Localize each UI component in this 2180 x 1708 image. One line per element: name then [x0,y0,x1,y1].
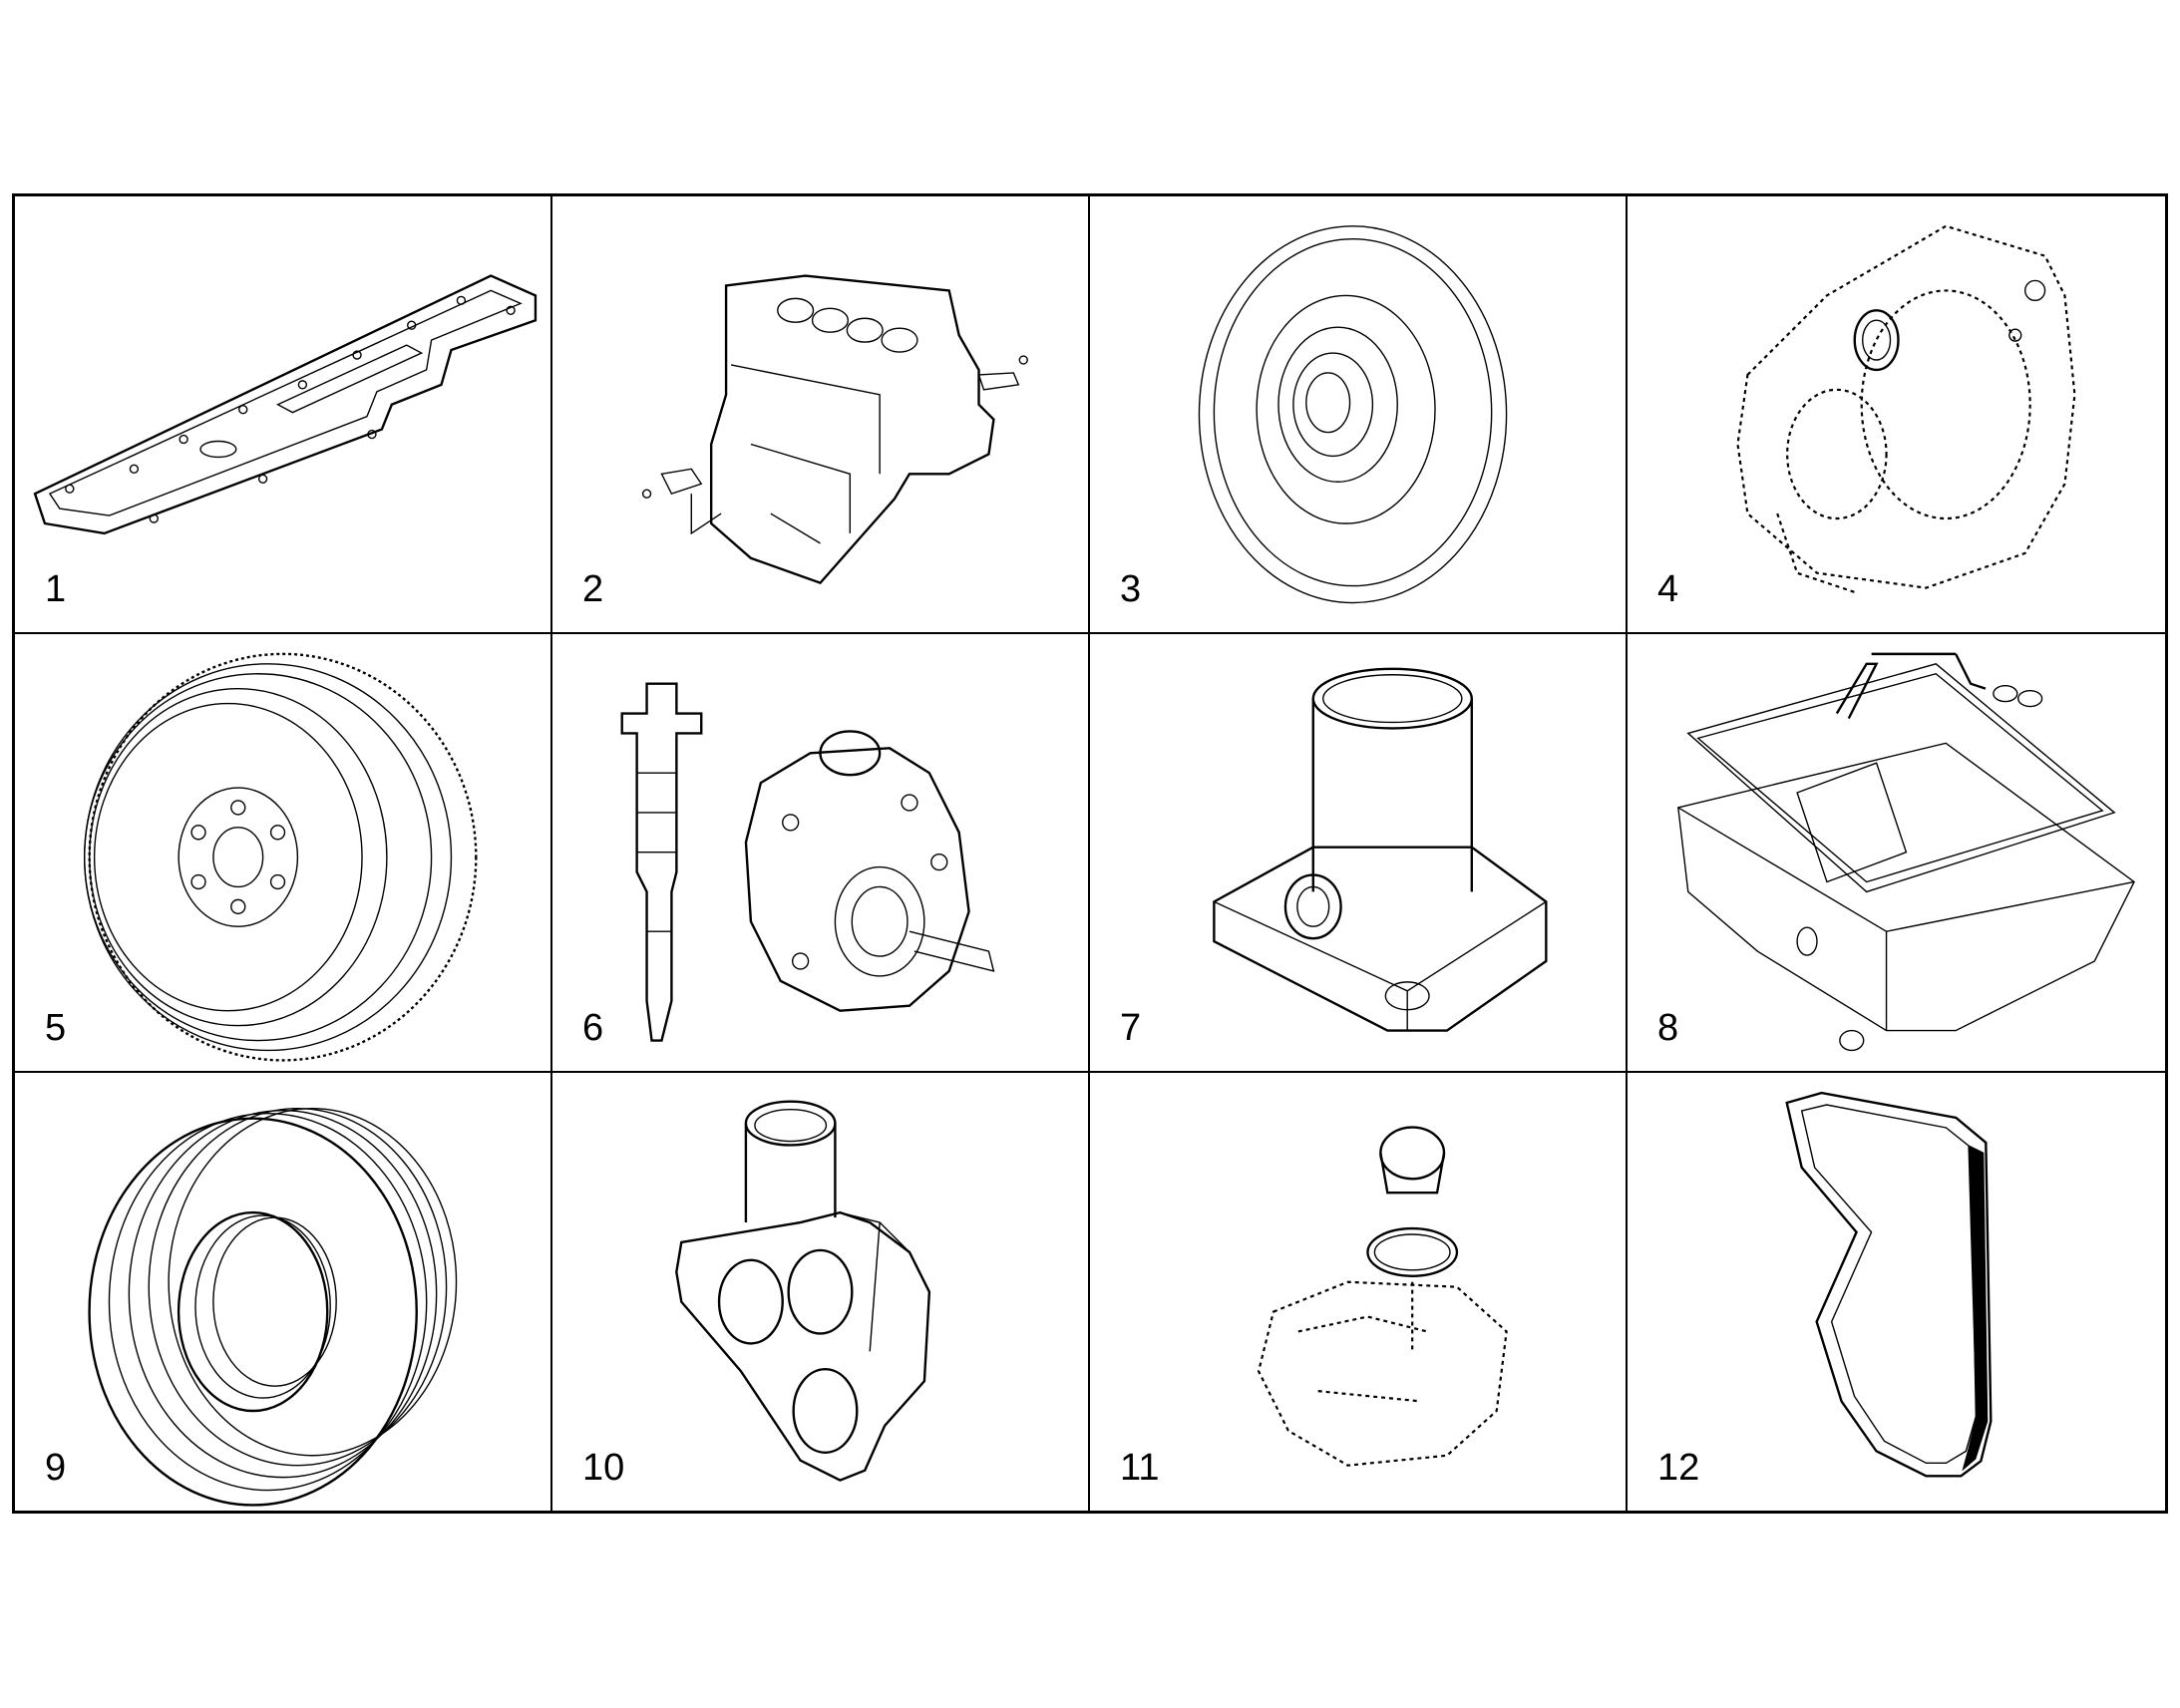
oil-filler-cap-icon [1257,1126,1508,1467]
part-cell-10[interactable]: 10 [552,1072,1090,1511]
housing-tube-icon [1213,667,1548,1033]
part-number: 5 [45,1006,67,1049]
part-number: 8 [1657,1006,1679,1049]
part-number: 3 [1120,568,1142,611]
part-cell-2[interactable]: 2 [552,196,1090,635]
part-number: 11 [1120,1447,1160,1489]
part-number: 12 [1657,1447,1700,1489]
flywheel-icon [84,653,478,1062]
crankshaft-pulley-icon [88,1107,458,1507]
part-number: 6 [582,1006,604,1049]
part-cell-8[interactable]: 8 [1628,634,2165,1073]
part-cell-12[interactable]: 12 [1628,1073,2165,1511]
part-cell-3[interactable]: 3 [1090,196,1628,635]
valve-cover-icon [33,274,538,535]
part-cell-1[interactable]: 1 [15,196,552,635]
part-number: 1 [45,568,67,611]
part-cell-5[interactable]: 5 [15,634,552,1073]
part-cell-4[interactable]: 4 [1628,196,2165,635]
engine-block-icon [641,274,1028,585]
part-number: 10 [582,1447,625,1489]
part-number: 2 [582,568,604,611]
parts-catalog-grid: 1 2 3 [12,193,2168,1514]
part-cell-7[interactable]: 7 [1090,634,1628,1073]
pulley-damper-icon [1198,225,1508,604]
part-cell-11[interactable]: 11 [1090,1072,1628,1511]
oil-pan-icon [1677,653,2135,1052]
part-cell-6[interactable]: 6 [552,634,1090,1073]
part-cell-9[interactable]: 9 [15,1072,552,1511]
water-outlet-icon [675,1100,931,1482]
drive-belt-icon [1785,1091,1993,1478]
part-number: 9 [45,1447,67,1489]
flywheel-housing-icon [1736,224,2076,594]
part-number: 7 [1120,1006,1142,1049]
part-number: 4 [1657,568,1679,611]
injector-and-pump-icon [620,682,995,1043]
